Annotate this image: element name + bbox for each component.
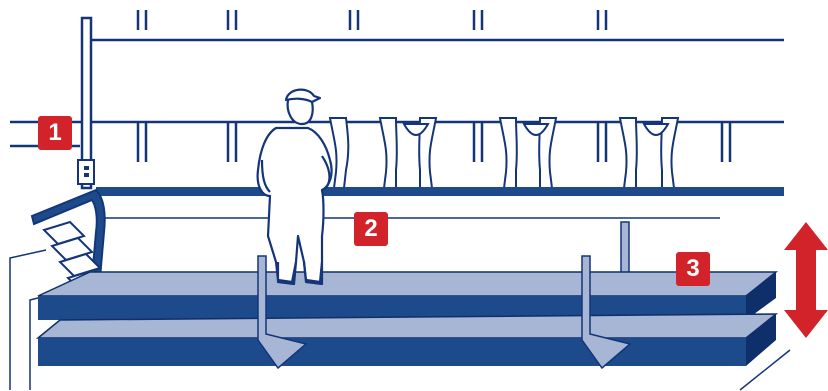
udder [642,123,670,136]
lift-legs [257,255,632,370]
hanger-post [226,10,238,30]
hanger-post [136,10,148,30]
person-arm [321,155,331,189]
lift-leg-left [257,255,308,370]
stall-divider [596,122,608,162]
person-cap [284,88,322,104]
callout-badge-1: 1 [38,116,72,150]
person-boots [276,261,324,286]
callout-badge-3: 3 [676,252,710,286]
stall-divider [472,122,484,162]
double-arrow-vertical-icon [784,222,828,338]
cow-leg-pair [498,117,518,189]
cow-legs [328,117,680,189]
stall-divider [720,122,732,162]
callout-badge-2: 2 [354,212,388,246]
cow-leg-pair [378,117,398,189]
stall-divider [136,122,148,162]
cow-leg-pair [618,117,638,189]
control-box [77,159,95,185]
hanger-post [472,10,484,30]
left-pillar [80,16,93,190]
stall-divider [226,122,238,162]
overhead-frame [10,10,784,190]
platform-bottom-slab [35,313,779,366]
cow-leg-pair [328,117,350,189]
udder [402,123,430,136]
milker-person-icon [256,88,333,286]
person-arm [260,159,271,193]
udder [522,123,550,136]
cow-stand-curb [96,187,784,196]
support-post [620,221,630,275]
hanger-post [596,10,608,30]
hanger-post [348,10,360,30]
platform-top-slab [37,271,779,320]
person-body [256,126,333,284]
lift-leg-right [581,255,632,370]
